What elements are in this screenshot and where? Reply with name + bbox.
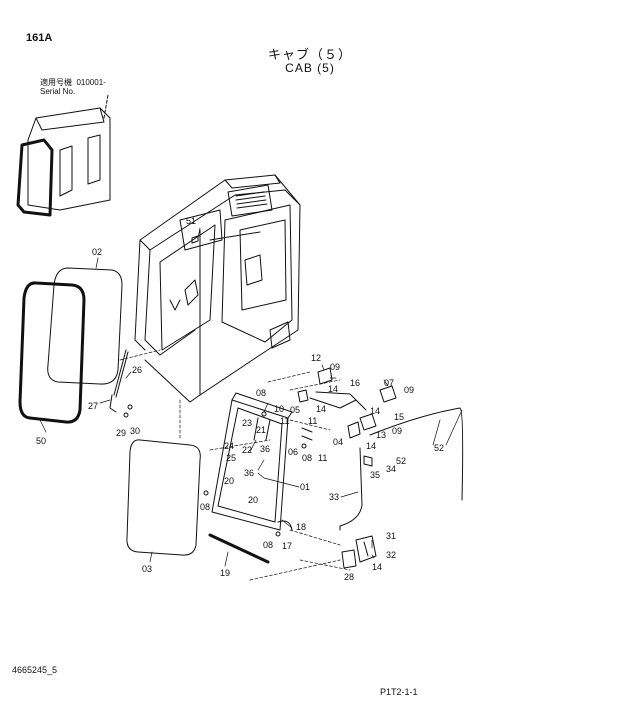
callout-05: 05 [290,405,300,415]
callout-01: 01 [300,482,310,492]
callout-14a: 14 [328,384,338,394]
callout-35: 35 [370,470,380,480]
callout-19: 19 [220,568,230,578]
callout-30: 30 [130,426,140,436]
callout-18: 18 [296,522,306,532]
callout-labels: 51 02 26 27 29 30 50 03 19 12 09 16 14 0… [36,216,444,582]
callout-08a: 08 [256,388,266,398]
callout-22: 22 [242,445,252,455]
callout-20a: 20 [224,476,234,486]
seal-52 [369,407,464,501]
callout-34: 34 [386,464,396,474]
reference-code: P1T2-1-1 [380,687,418,697]
washer-30 [127,404,133,410]
small-bracket-34 [363,455,373,467]
callout-06: 06 [288,447,298,457]
callout-36a: 36 [260,444,270,454]
callout-26: 26 [132,365,142,375]
lower-glass-03 [126,439,201,556]
callout-21: 21 [256,425,266,435]
callout-33: 33 [329,492,339,502]
callout-10: 10 [274,404,284,414]
callout-28: 28 [344,572,354,582]
index-cab-thumbnail [16,94,111,217]
cab-frame [134,174,301,403]
callout-09a: 09 [330,362,340,372]
callout-08b: 08 [302,453,312,463]
callout-52a: 52 [396,456,406,466]
callout-16: 16 [350,378,360,388]
page-number: 161A [26,32,53,44]
callout-20b: 20 [248,495,258,505]
callout-08d: 08 [263,540,273,550]
leader-lines [39,227,463,567]
callout-14e: 14 [372,562,382,572]
strip-19 [208,533,270,564]
door-frame-01 [211,392,293,531]
callout-15: 15 [394,412,404,422]
callout-12: 12 [311,353,321,363]
callout-14b: 14 [316,404,326,414]
serial-block: 適用号機 010001- Serial No. [40,78,106,96]
bracket-assembly [341,535,377,569]
hardware-parts [203,367,397,537]
callout-29: 29 [116,428,126,438]
callout-14d: 14 [366,441,376,451]
callout-36b: 36 [244,468,254,478]
weather-seal-50 [18,281,86,424]
callout-11a: 11 [308,416,317,426]
callout-13: 13 [376,430,386,440]
rod-26 [113,349,129,398]
callout-11b: 11 [280,416,289,426]
serial-label-en: Serial No. [40,87,76,96]
title-english: CAB (5) [285,61,335,75]
document-number: 4665245_5 [12,665,58,675]
callout-24: 24 [224,441,234,451]
rear-glass-02 [47,267,123,385]
title-japanese: キャブ（５） [267,47,352,62]
callout-23: 23 [242,418,252,428]
cover-33 [339,447,363,531]
callout-09b: 09 [404,385,414,395]
callout-09c: 09 [392,426,402,436]
reference-lines [119,349,351,581]
callout-11c: 11 [318,453,327,463]
serial-label-jp: 適用号機 [40,78,72,87]
callout-03: 03 [142,564,152,574]
callout-14c: 14 [370,406,380,416]
screw-29 [123,412,129,418]
callout-02: 02 [92,247,102,257]
callout-07: 07 [384,378,394,388]
serial-value: 010001- [76,78,106,87]
callout-08c: 08 [200,502,210,512]
callout-17: 17 [282,541,292,551]
rod-27 [109,394,117,413]
callout-27: 27 [88,401,98,411]
callout-52b: 52 [434,443,444,453]
callout-04: 04 [333,437,343,447]
callout-25: 25 [226,453,236,463]
callout-31: 31 [386,531,396,541]
callout-51: 51 [186,216,196,226]
callout-32: 32 [386,550,396,560]
callout-50: 50 [36,436,46,446]
